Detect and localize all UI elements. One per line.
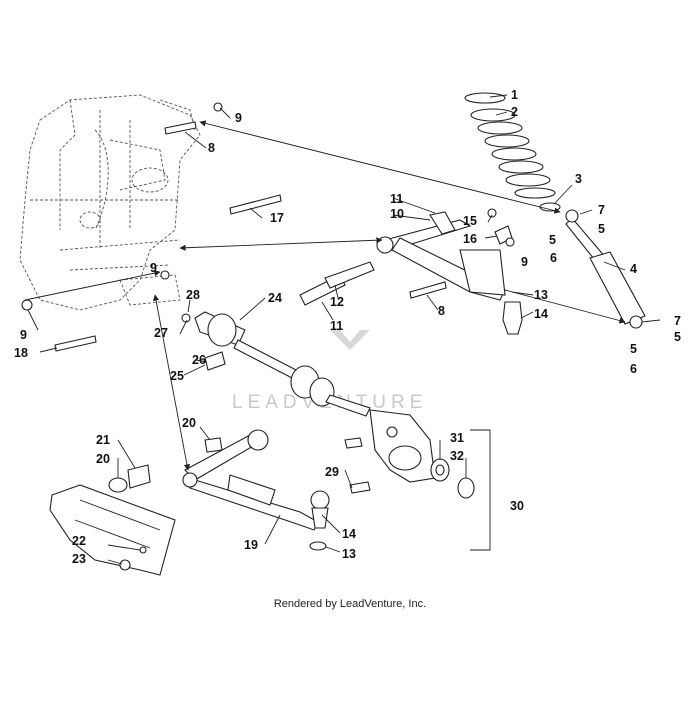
- callout-label: 14: [534, 307, 548, 321]
- callout-label: 3: [575, 172, 582, 186]
- callout-label: 23: [72, 552, 86, 566]
- callout-label: 22: [72, 534, 86, 548]
- callout-label: 5: [549, 233, 556, 247]
- callout-label: 5: [598, 222, 605, 236]
- callout-label: 27: [154, 326, 168, 340]
- upper-a-arm: [376, 211, 506, 301]
- callout-label: 11: [390, 192, 403, 206]
- callout-label: 30: [510, 499, 524, 513]
- callout-label: 9: [150, 261, 157, 275]
- a-arm-guard: [49, 484, 176, 576]
- callout-label: 14: [342, 527, 356, 541]
- callout-label: 31: [450, 431, 464, 445]
- callout-label: 7: [674, 314, 681, 328]
- callout-label: 13: [342, 547, 356, 561]
- callout-label: 16: [463, 232, 477, 246]
- upper-ball-joint: [502, 301, 523, 335]
- callout-label: 18: [14, 346, 28, 360]
- lower-a-arm: [182, 429, 319, 531]
- callout-label: 5: [674, 330, 681, 344]
- callout-label: 7: [598, 203, 605, 217]
- callout-labels: 1 2 3 4 5 5 5 5 6 6 7 7 8 8 9 9 9 9 10 1…: [14, 88, 681, 566]
- callout-label: 1: [511, 88, 518, 102]
- callout-label: 24: [268, 291, 282, 305]
- callout-label: 17: [270, 211, 284, 225]
- leader-lines: [27, 94, 661, 565]
- callout-label: 2: [511, 105, 518, 119]
- callout-label: 15: [463, 214, 477, 228]
- callout-label: 9: [521, 255, 528, 269]
- rendered-by-credit: Rendered by LeadVenture, Inc.: [273, 598, 427, 610]
- callout-label: 9: [20, 328, 27, 342]
- shock-absorber: [565, 209, 646, 329]
- callout-label: 6: [550, 251, 557, 265]
- callout-label: 26: [192, 353, 206, 367]
- callout-label: 28: [186, 288, 200, 302]
- wheel-bearing: [430, 458, 475, 499]
- callout-label: 8: [438, 304, 445, 318]
- reference-arrows: [24, 120, 626, 471]
- callout-label: 13: [534, 288, 548, 302]
- callout-label: 5: [630, 342, 637, 356]
- steering-knuckle: [344, 409, 436, 494]
- callout-label: 12: [330, 295, 344, 309]
- cv-axle: [181, 311, 371, 417]
- lower-bushings: [108, 437, 223, 493]
- callout-label: 21: [96, 433, 110, 447]
- bolts: [21, 102, 515, 352]
- callout-label: 4: [630, 262, 637, 276]
- callout-label: 6: [630, 362, 637, 376]
- callout-label: 10: [390, 207, 404, 221]
- callout-label: 25: [170, 369, 184, 383]
- callout-label: 19: [244, 538, 258, 552]
- callout-label: 11: [330, 319, 343, 333]
- lower-ball-joint: [309, 490, 330, 551]
- assembly-bracket-30: [470, 429, 491, 551]
- callout-label: 20: [96, 452, 110, 466]
- callout-label: 29: [325, 465, 339, 479]
- callout-label: 32: [450, 449, 464, 463]
- callout-label: 20: [182, 416, 196, 430]
- callout-label: 9: [235, 111, 242, 125]
- callout-label: 8: [208, 141, 215, 155]
